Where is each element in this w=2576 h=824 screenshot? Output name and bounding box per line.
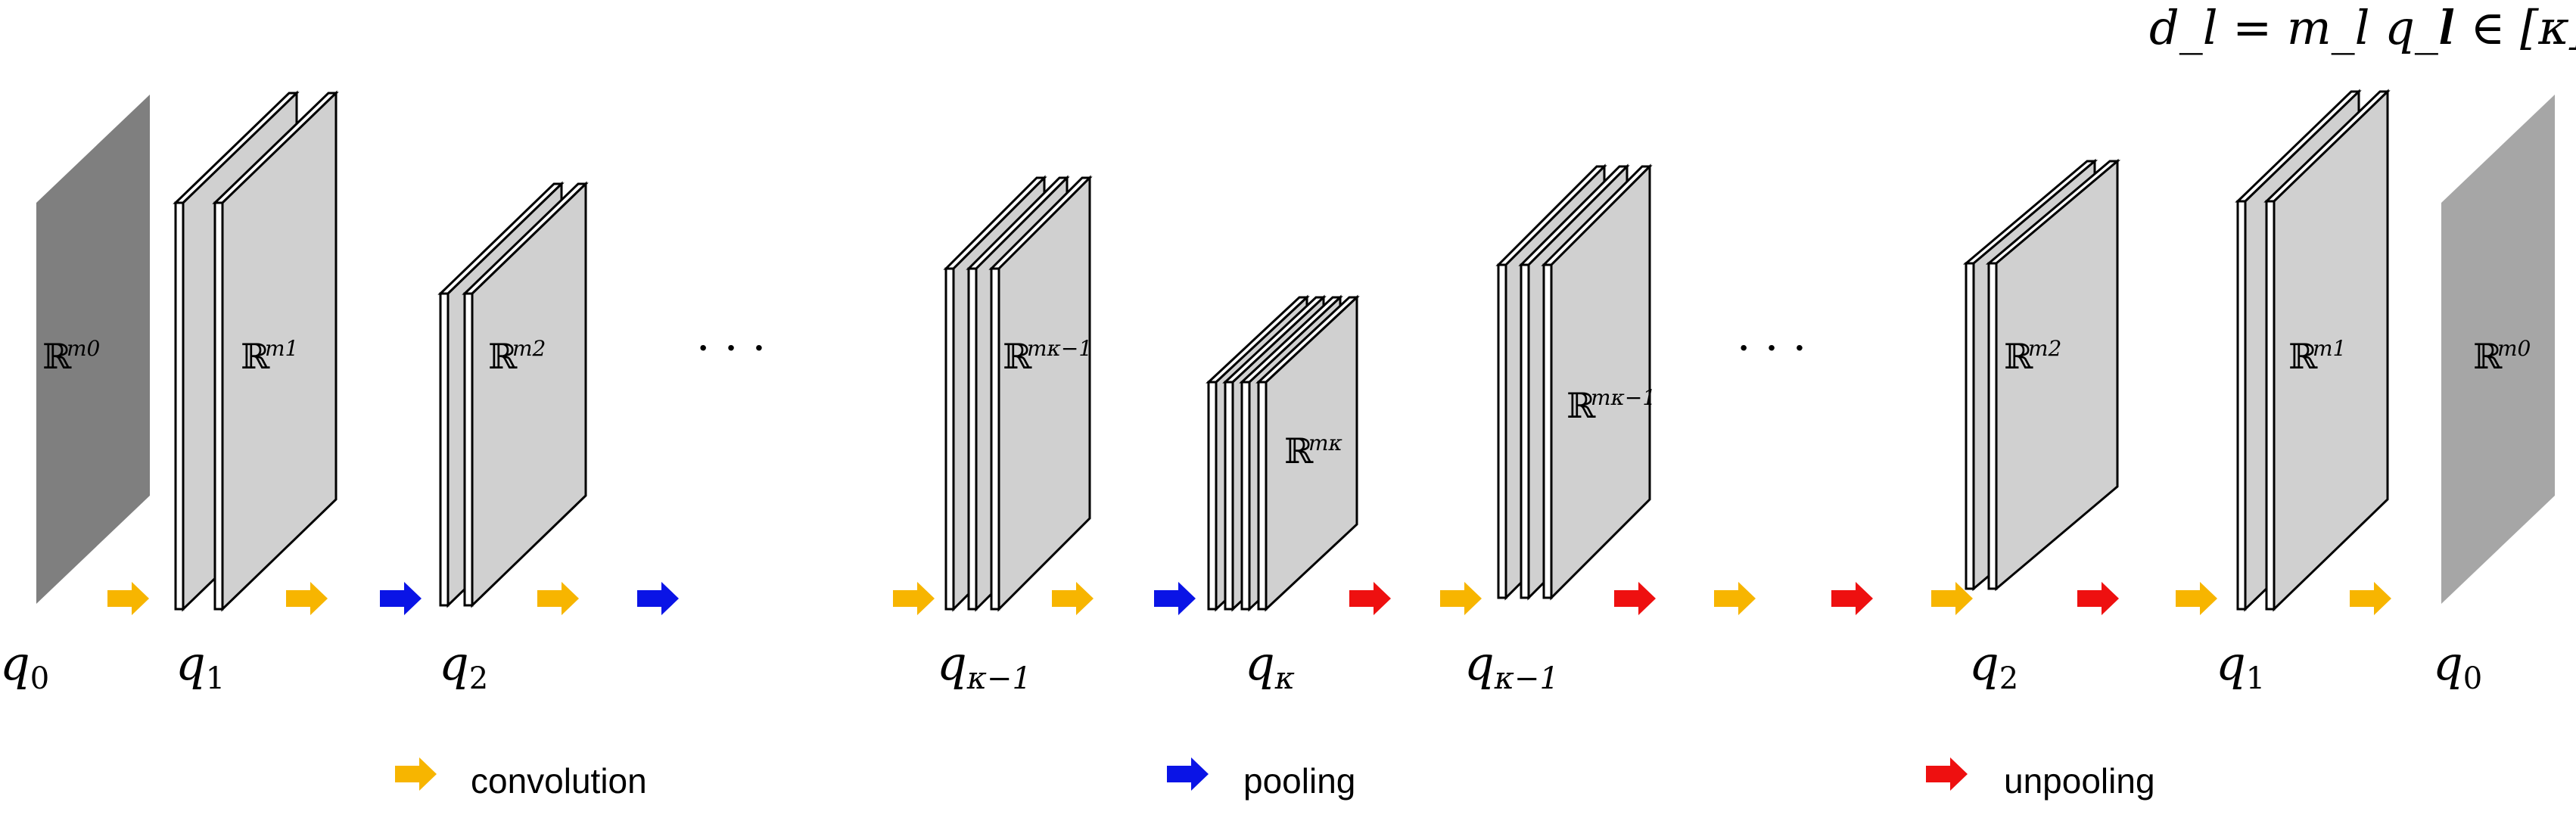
plane-label-sup: mκ <box>1308 431 1342 456</box>
legend: convolution pooling unpooling <box>395 757 2155 801</box>
q-label-kappa-minus-1: qκ−1 <box>937 636 1031 696</box>
pooling-arrow <box>1154 582 1196 615</box>
sheet-face-front <box>2273 89 2389 612</box>
pooling-arrow <box>380 582 422 615</box>
legend-unpooling-arrow <box>1926 757 1968 791</box>
input-plane: ℝ m0 <box>36 95 150 604</box>
unpooling-arrow <box>2077 582 2119 615</box>
convolution-arrow <box>1931 582 1973 615</box>
sheet-face-front <box>997 175 1091 612</box>
convolution-arrow <box>1714 582 1756 615</box>
q-label-1-dec: q1 <box>2216 636 2265 696</box>
pooling-arrow <box>637 582 679 615</box>
feature-map-stack-3: ℝmκ <box>1206 294 1360 612</box>
feature-map-stack-5: ℝm2 <box>1962 158 2121 592</box>
q-label-0: q0 <box>0 636 49 696</box>
input-plane-sup: m0 <box>67 336 100 361</box>
convolution-arrow <box>107 582 149 615</box>
convolution-arrow <box>2176 582 2217 615</box>
operation-arrows <box>107 582 2391 615</box>
plane-label: ℝ <box>488 336 518 377</box>
q-label-kappa: qκ <box>1245 636 1295 696</box>
sheet-face-front <box>1265 294 1358 612</box>
convolution-arrow <box>893 582 935 615</box>
plane-label: ℝ <box>2288 336 2318 377</box>
q-label-kappa-minus-1-dec: qκ−1 <box>1464 636 1559 696</box>
convolution-arrow <box>286 582 328 615</box>
legend-label-unpooling: unpooling <box>2004 761 2155 801</box>
input-plane-label: ℝ <box>42 336 72 377</box>
plane-label: ℝ <box>1003 336 1032 377</box>
formula-dimension: d_l = m_l q_l <box>2149 0 2453 55</box>
q-label-0-out: q0 <box>2433 636 2482 696</box>
legend-label-convolution: convolution <box>471 761 647 801</box>
convolution-arrow <box>1440 582 1482 615</box>
feature-map-stack-0: ℝm1 <box>173 90 339 612</box>
unpooling-arrow <box>1831 582 1873 615</box>
feature-map-stack-1: ℝm2 <box>437 181 589 608</box>
plane-label-sup: mκ−1 <box>1591 385 1656 410</box>
q-label-1: q1 <box>176 636 225 696</box>
legend-pooling-arrow <box>1167 757 1209 791</box>
plane-label-sup: m2 <box>512 336 546 361</box>
sheet-face-front <box>1550 163 1651 601</box>
q-label-2-dec: q2 <box>1969 636 2018 696</box>
plane-label-sup: m1 <box>265 336 298 361</box>
sheet-face-front <box>1995 158 2119 592</box>
feature-map-stack-4: ℝmκ−1 <box>1495 163 1656 601</box>
plane-label: ℝ <box>2004 336 2033 377</box>
plane-label: ℝ <box>1284 431 1314 471</box>
convolution-arrow <box>1052 582 1094 615</box>
feature-map-stack-2: ℝmκ−1 <box>943 175 1093 612</box>
ellipsis-left: · · · <box>696 322 766 374</box>
feature-map-stack-6: ℝm1 <box>2235 89 2391 612</box>
convolution-arrow <box>2350 582 2391 615</box>
output-plane-label: ℝ <box>2473 336 2503 377</box>
legend-label-pooling: pooling <box>1243 761 1355 801</box>
plane-label: ℝ <box>241 336 270 377</box>
plane-label-sup: m1 <box>2313 336 2346 361</box>
plane-label-sup: mκ−1 <box>1027 336 1092 361</box>
plane-label-sup: m2 <box>2028 336 2061 361</box>
sheet-face-front <box>221 90 338 612</box>
output-plane-sup: m0 <box>2497 336 2531 361</box>
q-labels: q0 q1 q2 qκ−1 qκ qκ−1 q2 q1 q0 <box>0 636 2482 696</box>
formula-layer-index: l ∈ [κ] <box>2441 0 2576 55</box>
plane-label: ℝ <box>1566 385 1596 426</box>
convolution-arrow <box>537 582 579 615</box>
output-plane: ℝ m0 <box>2441 95 2555 604</box>
legend-convolution-arrow <box>395 757 437 791</box>
sheet-face-front <box>471 181 587 608</box>
unpooling-arrow <box>1614 582 1656 615</box>
ellipsis-right: · · · <box>1737 322 1806 374</box>
q-label-2: q2 <box>439 636 488 696</box>
unpooling-arrow <box>1349 582 1391 615</box>
